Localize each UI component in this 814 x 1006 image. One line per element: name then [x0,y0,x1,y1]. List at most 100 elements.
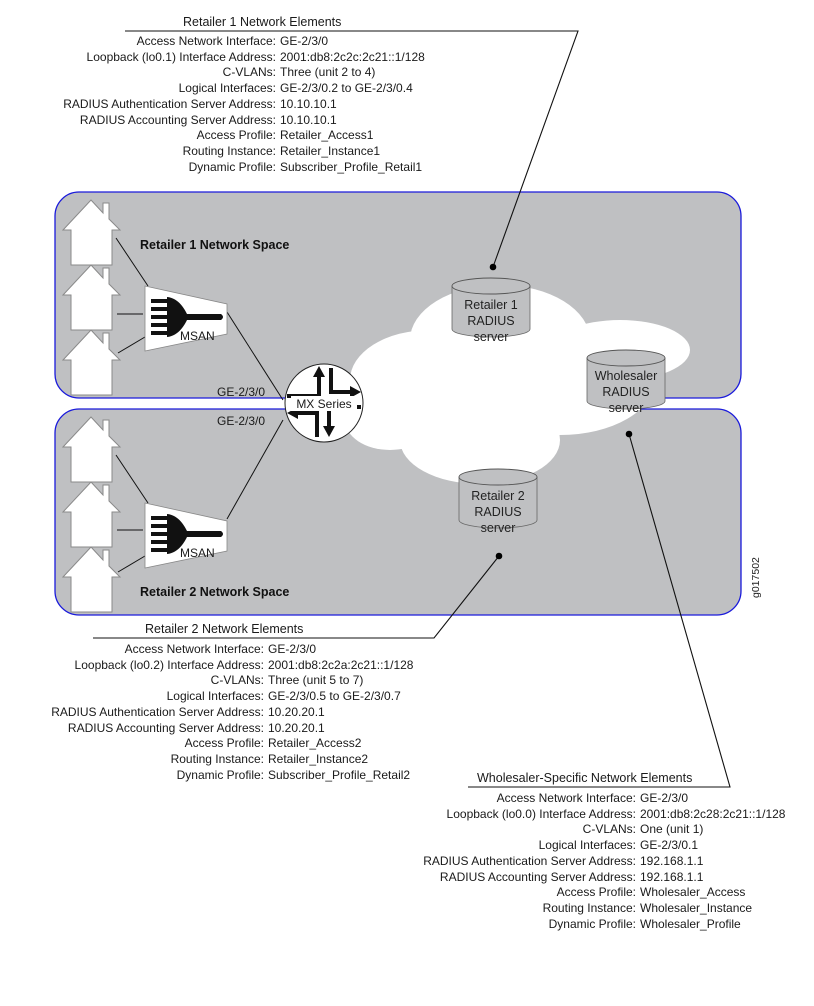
element-value: 10.10.10.1 [280,96,337,111]
element-row: Access Profile: Wholesaler_Access [380,885,785,901]
retailer1-server-label: RADIUS [467,314,514,328]
retailer2-elements-title: Retailer 2 Network Elements [145,622,304,636]
element-key: RADIUS Authentication Server Address: [423,853,636,868]
element-key: Dynamic Profile: [188,159,276,174]
element-key: Access Network Interface: [136,34,276,48]
element-key: Access Profile: [196,128,276,143]
wholesaler-server-label: RADIUS [602,385,649,399]
element-key: Logical Interfaces: [166,689,264,704]
retailer2-server-label: RADIUS [474,505,521,519]
element-row: RADIUS Accounting Server Address: 10.10.1… [18,113,425,129]
element-key: RADIUS Accounting Server Address: [67,720,264,735]
element-row: RADIUS Accounting Server Address: 10.20.2… [6,721,413,737]
element-row: Access Network Interface: GE-2/3/0 [6,642,413,658]
element-row: RADIUS Authentication Server Address: 192… [380,854,785,870]
element-key: Loopback (lo0.2) Interface Address: [74,657,264,672]
element-value: Wholesaler_Instance [640,900,753,915]
element-key: Routing Instance: [542,900,636,915]
element-value: One (unit 1) [640,822,704,837]
element-row: Loopback (lo0.2) Interface Address: 2001:… [6,657,414,674]
retailer2-space-title: Retailer 2 Network Space [140,585,289,599]
retailer1-callout-dot [489,263,497,271]
element-value: 192.168.1.1 [640,853,704,868]
element-value: Wholesaler_Profile [640,916,741,931]
element-key: Access Network Interface: [496,791,636,805]
element-row: Access Network Interface: GE-2/3/0 [380,791,785,807]
msan2-label: MSAN [180,546,215,560]
retailer1-server-label: server [474,330,509,344]
figure-id: g017502 [750,557,762,598]
element-key: Logical Interfaces: [538,838,636,853]
element-value: Subscriber_Profile_Retail2 [268,767,411,782]
element-value: 10.20.20.1 [268,720,325,735]
element-key: Loopback (lo0.1) Interface Address: [86,49,276,64]
retailer2-server-label: server [481,521,516,535]
element-row: C-VLANs: Three (unit 5 to 7) [6,673,413,689]
element-row: Dynamic Profile: Subscriber_Profile_Retai… [18,160,425,176]
element-row: Dynamic Profile: Wholesaler_Profile [380,917,785,933]
interface-label-lower: GE-2/3/0 [217,414,265,428]
element-row: RADIUS Authentication Server Address:10.… [6,705,413,721]
element-key: Routing Instance: [170,751,264,766]
element-value: 2001:db8:2c2c:2c21::1/128 [280,49,425,64]
element-key: C-VLANs: [222,65,276,80]
element-row: Loopback (lo0.0) Interface Address:2001:… [380,806,786,823]
element-row: Logical Interfaces: GE-2/3/0.5 to GE-2/3/… [6,689,413,705]
element-key: C-VLANs: [582,822,636,837]
wholesaler-callout-dot [625,430,633,438]
msan1-label: MSAN [180,329,215,343]
element-key: Access Network Interface: [124,642,264,656]
element-row: Routing Instance: Retailer_Instance2 [6,752,413,768]
element-row: C-VLANs: Three (unit 2 to 4) [18,65,425,81]
element-value: Retailer_Instance2 [268,751,369,766]
element-key: RADIUS Accounting Server Address: [79,112,276,127]
element-key: RADIUS Authentication Server Address: [63,96,276,111]
wholesaler-elements-title: Wholesaler-Specific Network Elements [477,771,693,785]
retailer1-server-label: Retailer 1 [464,298,518,312]
element-value: 192.168.1.1 [640,869,704,884]
element-value: Retailer_Instance1 [280,143,381,158]
element-row: C-VLANs: One (unit 1) [380,822,785,838]
element-value: GE-2/3/0 [640,791,689,805]
element-row: Routing Instance: Wholesaler_Instance [380,901,785,917]
element-key: Dynamic Profile: [176,767,264,782]
element-value: Wholesaler_Access [640,885,746,900]
element-key: C-VLANs: [210,673,264,688]
element-value: Three (unit 2 to 4) [280,65,376,80]
element-key: RADIUS Accounting Server Address: [439,869,636,884]
wholesaler-server-label: server [609,401,644,415]
element-row: Routing Instance: Retailer_Instance1 [18,144,425,160]
router-label: MX Series [296,397,351,411]
retailer2-callout-dot [495,552,503,560]
interface-label-upper: GE-2/3/0 [217,385,265,399]
callout-lines [93,30,731,788]
element-value: Subscriber_Profile_Retail1 [280,159,423,174]
element-row: Logical Interfaces: GE-2/3/0.1 [380,838,785,854]
retailer1-elements-title: Retailer 1 Network Elements [183,15,342,29]
element-key: Loopback (lo0.0) Interface Address: [446,806,636,821]
element-row: Access Profile:Retailer_Access2 [6,736,413,752]
mx-router-icon [284,363,364,443]
element-value: 10.20.20.1 [268,704,325,719]
element-value: Three (unit 5 to 7) [268,673,364,688]
element-value: 10.10.10.1 [280,112,337,127]
element-value: 2001:db8:2c2a:2c21::1/128 [268,657,414,672]
element-value: Retailer_Access2 [268,736,362,751]
element-key: Routing Instance: [182,143,276,158]
retailer2-server-label: Retailer 2 [471,489,525,503]
element-key: Dynamic Profile: [548,916,636,931]
element-key: Access Profile: [556,885,636,900]
element-value: GE-2/3/0.5 to GE-2/3/0.7 [268,689,401,704]
element-value: GE-2/3/0 [268,642,317,656]
element-value: GE-2/3/0 [280,34,329,48]
element-value: GE-2/3/0.2 to GE-2/3/0.4 [280,81,413,96]
element-value: GE-2/3/0.1 [640,838,699,853]
element-value: Retailer_Access1 [280,128,374,143]
element-row: Logical Interfaces: GE-2/3/0.2 to GE-2/3/… [18,81,425,97]
element-row: RADIUS Authentication Server Address: 10.… [18,97,425,113]
element-key: Logical Interfaces: [178,81,276,96]
wholesaler-server-label: Wholesaler [595,369,658,383]
